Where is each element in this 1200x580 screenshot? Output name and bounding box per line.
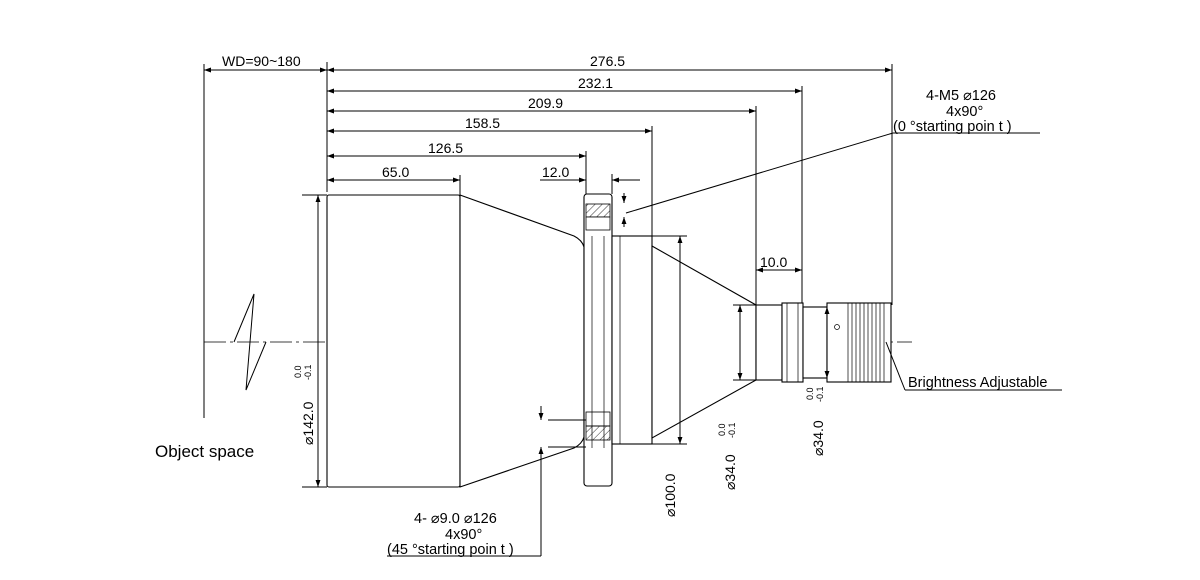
flange-width-dimension: 12.0: [542, 164, 569, 180]
length-158-dimension: 158.5: [465, 115, 500, 131]
hole-callout-line3: (45 °starting poin t ): [387, 542, 514, 558]
top-dimension-labels: WD=90~180 276.5 232.1 209.9 158.5 126.5 …: [222, 53, 787, 270]
lens-body: [326, 193, 892, 488]
length-232-dimension: 232.1: [578, 75, 613, 91]
through-hole-callout: 4- ⌀9.0 ⌀126 4x90° (45 °starting poin t …: [387, 406, 586, 558]
rear-left-tolerance-lower: -0.1: [727, 422, 737, 438]
rear-right-diameter: ⌀34.0: [810, 420, 826, 456]
thread-lines: [847, 303, 885, 382]
length-65-dimension: 65.0: [382, 164, 409, 180]
hole-callout-line2: 4x90°: [445, 527, 482, 543]
length-126-dimension: 126.5: [428, 140, 463, 156]
rear-left-tolerance-upper: 0.0: [717, 423, 727, 436]
length-209-dimension: 209.9: [528, 95, 563, 111]
diameter-labels: ⌀142.0 0.0 -0.1 ⌀100.0 ⌀34.0 0.0 -0.1 ⌀3…: [293, 364, 826, 517]
m5-thread-callout: 4-M5 ⌀126 4x90° (0 °starting poin t ): [621, 88, 1040, 227]
front-diameter: ⌀142.0: [300, 401, 316, 445]
top-dimension-lines: [204, 62, 893, 305]
m5-callout-line3: (0 °starting poin t ): [893, 119, 1012, 135]
object-space-label: Object space: [155, 442, 254, 461]
brightness-callout: Brightness Adjustable: [885, 341, 1062, 391]
rear-right-tolerance-lower: -0.1: [815, 386, 825, 402]
diameter-dimension-lines: [302, 194, 830, 488]
adjust-screw-icon: [834, 324, 840, 330]
mid-diameter: ⌀100.0: [662, 473, 678, 517]
object-plane: [203, 64, 267, 418]
rear-right-tolerance-upper: 0.0: [805, 387, 815, 400]
brightness-label: Brightness Adjustable: [908, 375, 1047, 391]
m5-callout-line1: 4-M5 ⌀126: [926, 88, 996, 104]
overall-length-dimension: 276.5: [590, 53, 625, 69]
rear-left-diameter: ⌀34.0: [722, 454, 738, 490]
front-tolerance-lower: -0.1: [303, 364, 313, 380]
rear-step-dimension: 10.0: [760, 254, 787, 270]
wd-dimension: WD=90~180: [222, 53, 301, 69]
m5-callout-line2: 4x90°: [946, 104, 983, 120]
front-tolerance-upper: 0.0: [293, 365, 303, 378]
hole-callout-line1: 4- ⌀9.0 ⌀126: [414, 511, 497, 527]
